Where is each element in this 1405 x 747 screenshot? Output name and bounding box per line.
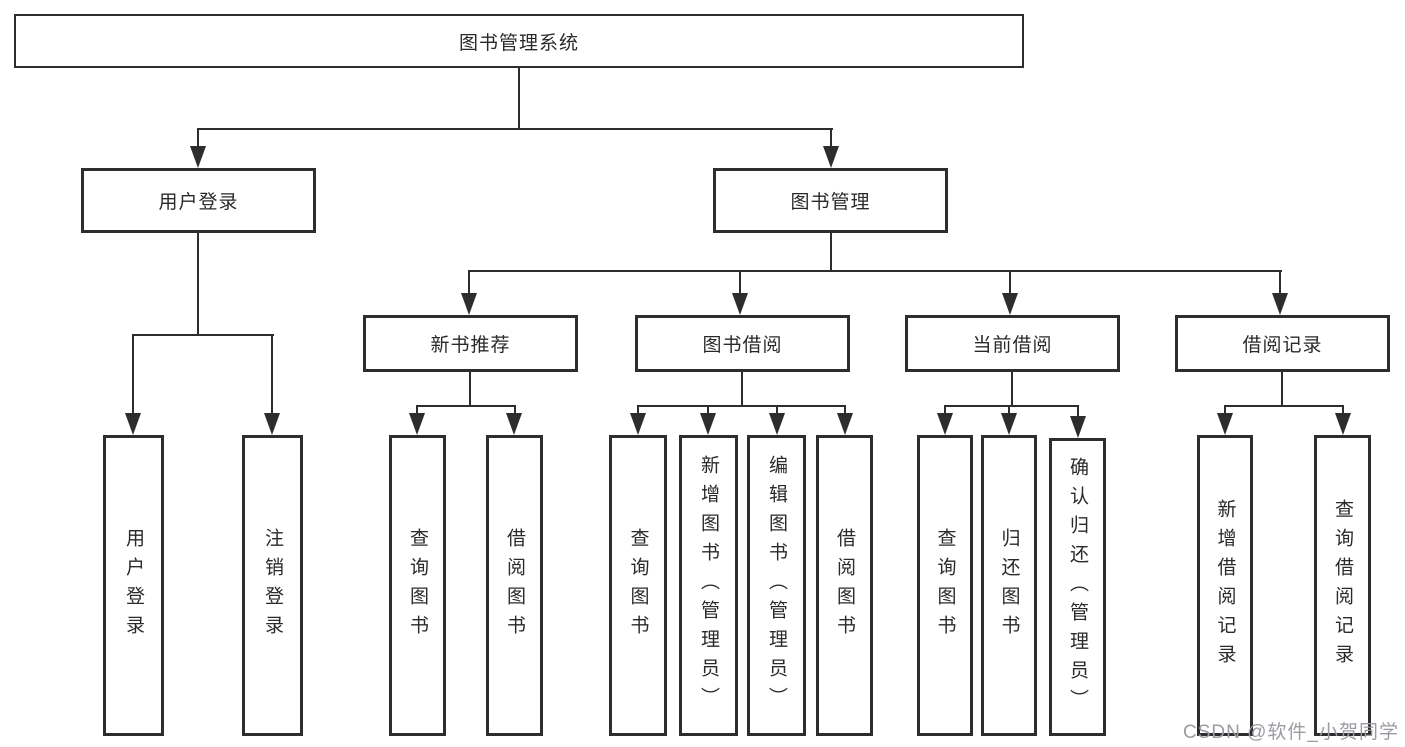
connector — [1342, 405, 1344, 415]
arrowhead-down-icon — [125, 413, 141, 435]
leaf-label: 查询图书 — [407, 527, 428, 644]
node-book-management: 图书管理 — [713, 168, 948, 233]
arrowhead-down-icon — [937, 413, 953, 435]
node-label: 借阅记录 — [1242, 335, 1323, 356]
node-label: 图书管理 — [790, 192, 871, 213]
arrowhead-down-icon — [461, 293, 477, 315]
leaf-edit-book-admin: 编辑图书（管理员） — [747, 435, 806, 736]
leaf-borrow-book: 借阅图书 — [816, 435, 873, 736]
leaf-label: 借阅图书 — [504, 527, 525, 644]
arrowhead-down-icon — [264, 413, 280, 435]
leaf-label: 查询图书 — [934, 527, 956, 644]
connector — [944, 405, 1079, 407]
node-label: 当前借阅 — [972, 335, 1053, 356]
connector — [1009, 270, 1011, 293]
connector — [1224, 405, 1344, 407]
arrowhead-down-icon — [1335, 413, 1351, 435]
leaf-label: 注销登录 — [262, 527, 283, 644]
connector — [271, 334, 273, 413]
connector — [830, 233, 832, 272]
leaf-label: 归还图书 — [998, 527, 1020, 644]
leaf-label: 查询借阅记录 — [1332, 498, 1353, 673]
leaf-label: 编辑图书（管理员） — [766, 455, 787, 716]
connector — [416, 405, 516, 407]
connector — [518, 68, 520, 130]
connector — [776, 405, 778, 415]
arrowhead-down-icon — [1217, 413, 1233, 435]
leaf-add-borrow-record: 新增借阅记录 — [1197, 435, 1253, 736]
leaf-label: 查询图书 — [627, 527, 649, 644]
connector — [637, 405, 846, 407]
connector — [468, 270, 1282, 272]
node-borrowing-records: 借阅记录 — [1175, 315, 1390, 372]
arrowhead-down-icon — [630, 413, 646, 435]
arrowhead-down-icon — [700, 413, 716, 435]
node-label: 图书借阅 — [702, 335, 783, 356]
node-user-login: 用户登录 — [81, 168, 316, 233]
leaf-user-login: 用户登录 — [103, 435, 164, 736]
connector — [197, 128, 199, 148]
connector — [416, 405, 418, 415]
connector — [1224, 405, 1226, 415]
leaf-logout: 注销登录 — [242, 435, 303, 736]
connector — [197, 128, 833, 130]
leaf-label: 确认归还（管理员） — [1067, 456, 1088, 718]
connector — [132, 334, 134, 413]
arrowhead-down-icon — [1001, 413, 1017, 435]
connector — [1008, 405, 1010, 415]
node-current-borrowing: 当前借阅 — [905, 315, 1120, 372]
leaf-label: 借阅图书 — [834, 527, 855, 644]
arrowhead-down-icon — [409, 413, 425, 435]
node-book-borrowing: 图书借阅 — [635, 315, 850, 372]
leaf-return-book: 归还图书 — [981, 435, 1037, 736]
leaf-label: 用户登录 — [123, 527, 144, 644]
connector — [707, 405, 709, 415]
csdn-watermark: CSDN @软件_小贺同学 — [1183, 722, 1399, 743]
connector — [514, 405, 516, 415]
node-label: 图书管理系统 — [458, 32, 579, 54]
leaf-query-borrow-record: 查询借阅记录 — [1314, 435, 1371, 736]
connector — [844, 405, 846, 415]
connector — [1281, 372, 1283, 407]
node-label: 用户登录 — [158, 192, 239, 213]
connector — [741, 372, 743, 407]
leaf-label: 新增图书（管理员） — [698, 455, 719, 716]
leaf-add-book-admin: 新增图书（管理员） — [679, 435, 738, 736]
node-new-book-recommend: 新书推荐 — [363, 315, 578, 372]
connector — [739, 270, 741, 293]
arrowhead-down-icon — [506, 413, 522, 435]
connector — [468, 270, 470, 293]
arrowhead-down-icon — [1070, 416, 1086, 438]
connector — [132, 334, 274, 336]
arrowhead-down-icon — [769, 413, 785, 435]
node-library-management-system: 图书管理系统 — [14, 14, 1024, 68]
connector — [469, 372, 471, 407]
arrowhead-down-icon — [837, 413, 853, 435]
leaf-label: 新增借阅记录 — [1214, 498, 1236, 673]
connector — [637, 405, 639, 415]
leaf-borrow-book-recommend: 借阅图书 — [486, 435, 543, 736]
connector — [830, 128, 832, 148]
connector — [1077, 405, 1079, 417]
leaf-query-book-current: 查询图书 — [917, 435, 973, 736]
connector — [1279, 270, 1281, 293]
arrowhead-down-icon — [823, 146, 839, 168]
connector — [1011, 372, 1013, 407]
connector — [944, 405, 946, 415]
leaf-query-book-borrow: 查询图书 — [609, 435, 667, 736]
arrowhead-down-icon — [732, 293, 748, 315]
node-label: 新书推荐 — [430, 335, 511, 356]
leaf-query-book-recommend: 查询图书 — [389, 435, 446, 736]
arrowhead-down-icon — [1002, 293, 1018, 315]
arrowhead-down-icon — [190, 146, 206, 168]
leaf-confirm-return-admin: 确认归还（管理员） — [1049, 438, 1106, 736]
connector — [197, 233, 199, 336]
arrowhead-down-icon — [1272, 293, 1288, 315]
